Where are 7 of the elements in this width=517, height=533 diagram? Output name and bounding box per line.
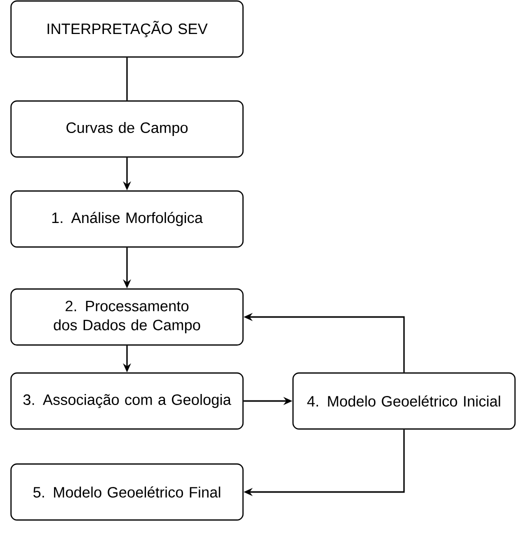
process-box: Curvas de Campo: [10, 100, 244, 158]
process-box: 3. Associação com a Geologia: [10, 372, 244, 430]
process-box: 1. Análise Morfológica: [10, 190, 244, 248]
process-box: 2. Processamento dos Dados de Campo: [10, 288, 244, 346]
process-box: INTERPRETAÇÃO SEV: [10, 0, 244, 58]
process-box: 4. Modelo Geoelétrico Inicial: [292, 372, 516, 430]
process-box: 5. Modelo Geoelétrico Final: [10, 463, 244, 521]
